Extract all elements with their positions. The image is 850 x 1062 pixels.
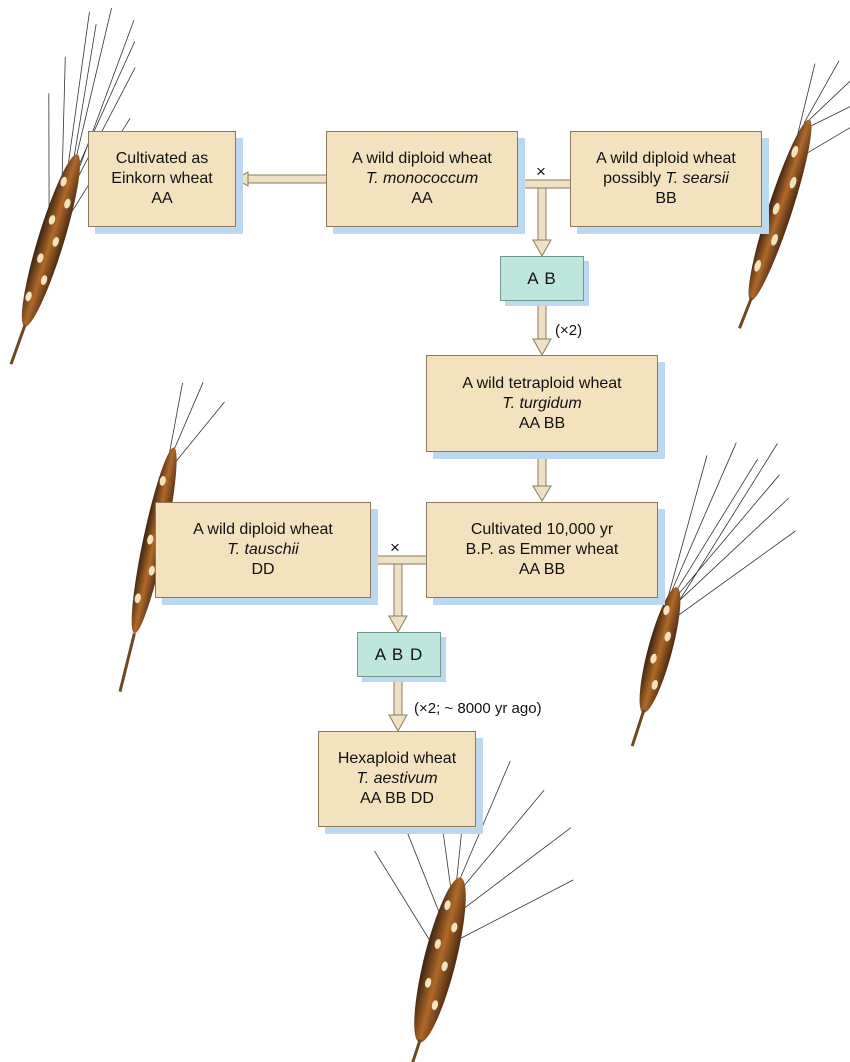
arrowhead-einkorn [236, 172, 248, 186]
turgidum-genome: AA BB [519, 414, 565, 434]
connector-down-abd [394, 564, 402, 616]
emmer-genome: AA BB [519, 560, 565, 580]
aestivum-genome: AA BB DD [360, 789, 434, 809]
connector-down-ab [538, 188, 546, 240]
searsii-genome: BB [655, 189, 676, 209]
turgidum-line1: A wild tetraploid wheat [462, 374, 621, 394]
cross-symbol-2: × [390, 538, 400, 558]
monococcum-box: A wild diploid wheat T. monococcum AA [326, 131, 518, 227]
hybrid-ab-label: A B [527, 269, 556, 289]
tauschii-line1: A wild diploid wheat [193, 520, 333, 540]
searsii-line1: A wild diploid wheat [596, 149, 736, 169]
arrowhead-abd [389, 616, 407, 632]
searsii-prefix: possibly [603, 170, 665, 187]
emmer-line1: Cultivated 10,000 yr [471, 520, 613, 540]
aestivum-line1: Hexaploid wheat [338, 749, 456, 769]
cross-symbol-1: × [536, 162, 546, 182]
einkorn-genome: AA [151, 189, 172, 209]
monococcum-species: T. monococcum [366, 169, 478, 189]
turgidum-box: A wild tetraploid wheat T. turgidum AA B… [426, 355, 658, 452]
hybrid-abd-label: A B D [375, 645, 423, 665]
tauschii-species: T. tauschii [227, 540, 298, 560]
connector-einkorn [246, 175, 328, 183]
connector-down-aestivum [394, 677, 402, 717]
connector-down-turgidum [538, 301, 546, 341]
doubling-label-2: (×2; ~ 8000 yr ago) [414, 700, 542, 717]
arrowhead-ab [533, 240, 551, 256]
hybrid-abd-box: A B D [357, 632, 441, 677]
turgidum-species: T. turgidum [502, 394, 581, 414]
doubling-label-1: (×2) [555, 322, 582, 339]
einkorn-line1: Cultivated as [116, 149, 209, 169]
monococcum-line1: A wild diploid wheat [352, 149, 492, 169]
arrowhead-turgidum [533, 339, 551, 355]
arrowhead-emmer [533, 486, 551, 501]
searsii-species: T. searsii [665, 170, 728, 187]
searsii-box: A wild diploid wheat possibly T. searsii… [570, 131, 762, 227]
einkorn-box: Cultivated as Einkorn wheat AA [88, 131, 236, 227]
tauschii-genome: DD [251, 560, 274, 580]
aestivum-box: Hexaploid wheat T. aestivum AA BB DD [318, 731, 476, 827]
arrowhead-aestivum [389, 715, 407, 731]
einkorn-line2: Einkorn wheat [111, 169, 212, 189]
wheat-ear-icon-mid-right [623, 425, 817, 773]
hybrid-ab-box: A B [500, 256, 584, 301]
searsii-line2: possibly T. searsii [603, 169, 729, 189]
emmer-box: Cultivated 10,000 yr B.P. as Emmer wheat… [426, 502, 658, 598]
emmer-line2: B.P. as Emmer wheat [466, 540, 619, 560]
tauschii-box: A wild diploid wheat T. tauschii DD [155, 502, 371, 598]
aestivum-species: T. aestivum [356, 769, 437, 789]
monococcum-genome: AA [411, 189, 432, 209]
connector-down-emmer [538, 452, 546, 488]
